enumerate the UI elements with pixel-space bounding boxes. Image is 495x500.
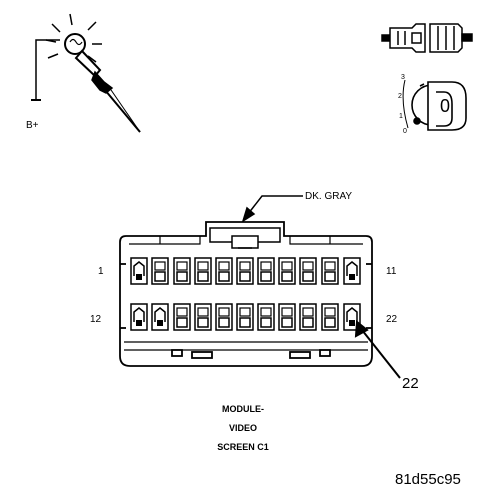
pin-cavity: [299, 303, 317, 331]
supply-label: B+: [26, 120, 39, 131]
pin-cavity: [215, 257, 233, 285]
test-light-icon: [31, 13, 141, 133]
pin-label-second-row-end: 22: [386, 314, 398, 325]
pin-cavity: [236, 303, 254, 331]
pin-label-first-row-start: 1: [98, 266, 104, 277]
pin-cavity: [194, 303, 212, 331]
pin-callout-leader: [354, 320, 401, 379]
pin-cavity: [194, 257, 212, 285]
pin-cavity: [173, 257, 191, 285]
pin-cavity: [130, 257, 148, 285]
ignition-position-0: 0: [403, 128, 407, 135]
ignition-position-1: 1: [399, 113, 403, 120]
pin-cavities: [130, 257, 361, 331]
pin-label-second-row-start: 12: [90, 314, 102, 325]
figure-id: 81d55c95: [395, 471, 461, 488]
pin-cavity: [130, 303, 148, 331]
connector-name-line-3: SCREEN C1: [217, 442, 269, 452]
pin-callout-label: 22: [402, 375, 419, 392]
pin-cavity: [215, 303, 233, 331]
pin-cavity: [257, 303, 275, 331]
pin-cavity: [278, 303, 296, 331]
pin-cavity: [278, 257, 296, 285]
ignition-position-2: 2: [398, 93, 402, 100]
wire-color-label: DK. GRAY: [305, 191, 352, 202]
pin-cavity: [151, 257, 169, 285]
pin-cavity: [321, 257, 339, 285]
ignition-switch-icon: [402, 79, 467, 131]
pin-cavity: [151, 303, 169, 331]
pin-label-first-row-end: 11: [386, 266, 397, 277]
connector-body: [119, 221, 373, 367]
wire-color-leader: [241, 195, 303, 223]
key-digit: 0: [440, 96, 450, 116]
pin-cavity: [257, 257, 275, 285]
ignition-position-3: 3: [401, 74, 405, 81]
pin-cavity: [321, 303, 339, 331]
connector-disconnect-icon: [381, 23, 473, 53]
pin-cavity: [343, 257, 361, 285]
connector-name-line-1: MODULE-: [222, 404, 264, 414]
pin-cavity: [173, 303, 191, 331]
connector-name-line-2: VIDEO: [229, 423, 257, 433]
pin-cavity: [236, 257, 254, 285]
pin-cavity: [299, 257, 317, 285]
